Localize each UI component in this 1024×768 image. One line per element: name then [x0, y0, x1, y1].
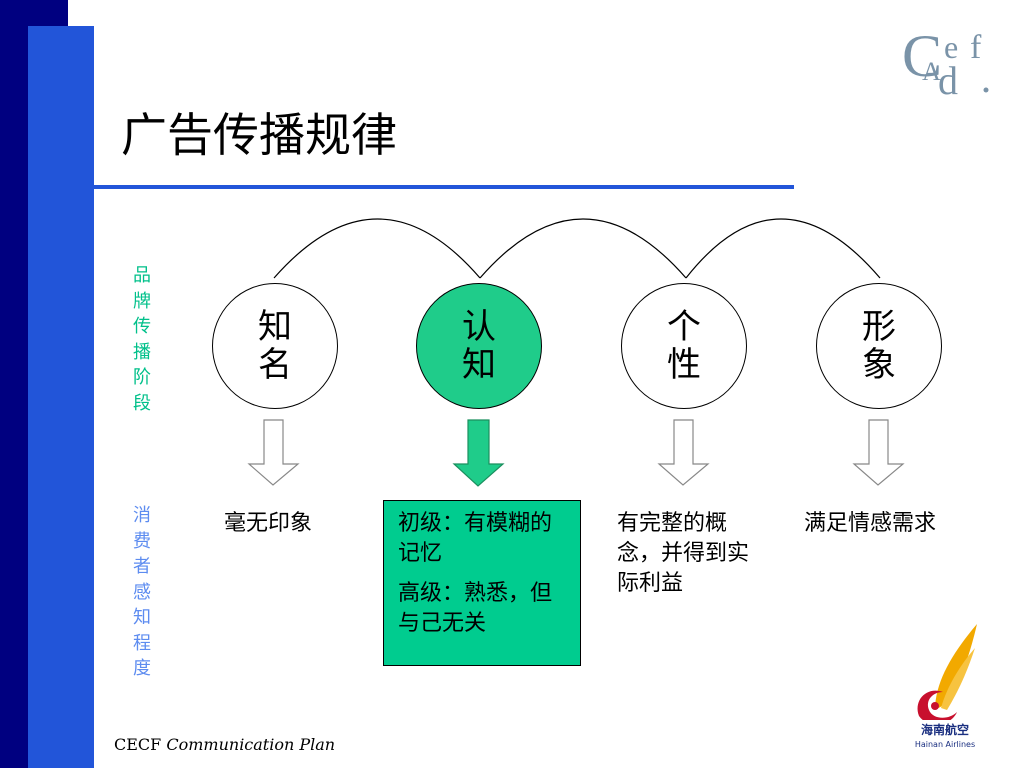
stage-circle-awareness: 知名: [212, 283, 338, 409]
stage-circle-label: 知名: [258, 307, 292, 385]
hainan-airlines-logo: 海南航空 Hainan Airlines: [907, 624, 983, 749]
description-image: 满足情感需求: [804, 511, 937, 536]
stage-circle-label: 形象: [862, 307, 896, 385]
hollow-down-arrow-icon: [852, 419, 905, 486]
description-cognition-primary: 初级：有模糊的记忆: [398, 511, 553, 566]
description-awareness: 毫无印象: [224, 511, 313, 536]
brand-stage-label: 品牌传播阶段: [133, 265, 151, 414]
description-cognition-advanced: 高级：熟悉，但与己无关: [398, 581, 553, 636]
consumer-perception-label: 消费者感知程度: [133, 505, 151, 679]
hollow-down-arrow-icon: [247, 419, 300, 486]
arc-1: [273, 218, 481, 279]
arc-3: [685, 218, 881, 279]
hollow-down-arrow-icon: [657, 419, 710, 486]
footer-text: CECF Communication Plan: [114, 735, 335, 754]
logo-letter-d: d: [938, 58, 958, 100]
hainan-logo-cn: 海南航空: [921, 722, 969, 737]
logo-letter-f: f: [970, 29, 982, 66]
stage-circle-personality: 个性: [621, 283, 747, 409]
logo-letter-c: C: [902, 23, 942, 89]
cecf-logo: C e f A d: [902, 23, 989, 100]
left-bar-blue: [28, 26, 94, 768]
description-personality: 有完整的概念，并得到实际利益: [617, 511, 750, 596]
footer-prefix: CECF: [114, 735, 162, 754]
description-cognition-box: 初级：有模糊的记忆 高级：熟悉，但与己无关: [383, 500, 581, 666]
logo-letter-e: e: [944, 29, 958, 65]
filled-down-arrow-icon: [452, 419, 505, 487]
footer-suffix: Communication Plan: [166, 735, 336, 754]
slide-title: 广告传播规律: [121, 108, 397, 162]
title-underline: [94, 185, 794, 189]
hainan-logo-en: Hainan Airlines: [915, 740, 975, 749]
arc-2: [479, 218, 687, 279]
stage-circle-image: 形象: [816, 283, 942, 409]
stage-circle-label: 个性: [667, 307, 701, 385]
stage-circle-label: 认知: [462, 307, 496, 385]
logo-letter-a: A: [922, 57, 941, 86]
stage-circle-cognition: 认知: [416, 283, 542, 409]
